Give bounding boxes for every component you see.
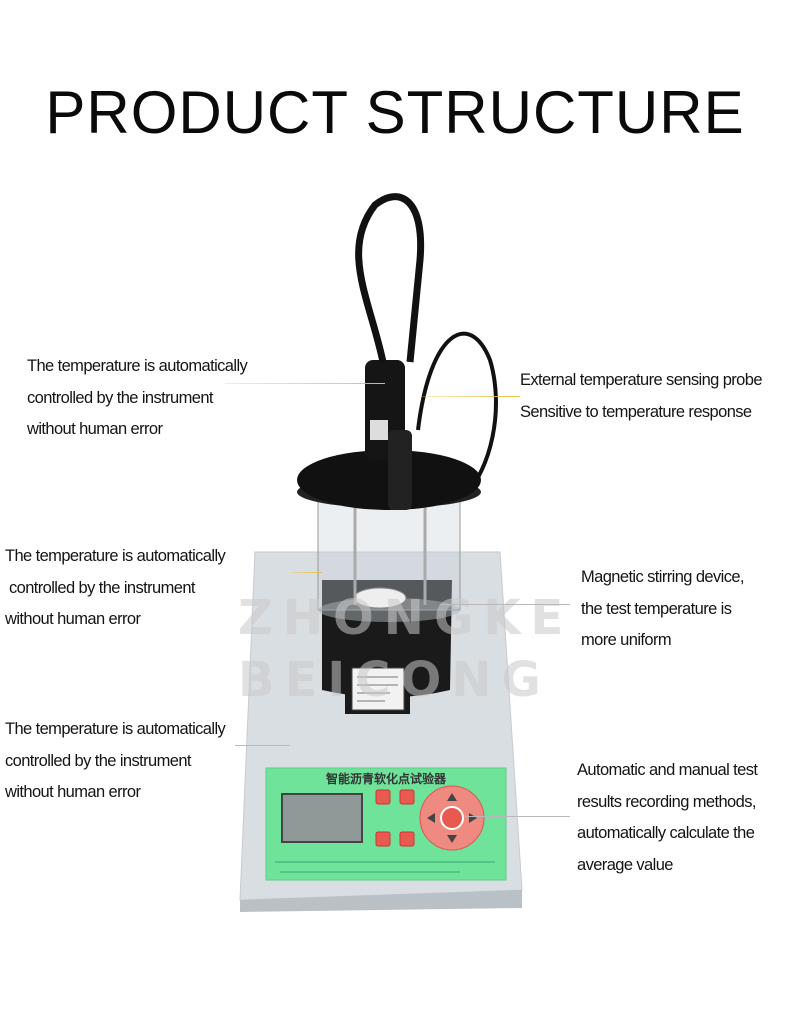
callout-line: The temperature is automatically — [5, 547, 226, 565]
callout-line: controlled by the instrument — [5, 751, 191, 770]
callout-line: Automatic and manual test — [577, 761, 758, 779]
panel-buttons — [375, 789, 415, 847]
callout-line: without human error — [5, 610, 141, 628]
callout-line: controlled by the instrument — [5, 578, 196, 597]
callout-left-middle: The temperature is automatically control… — [5, 541, 226, 636]
callout-line: average value — [577, 855, 673, 874]
callout-line: controlled by the instrument — [27, 388, 213, 407]
watermark-line-1: ZHONGKE — [238, 590, 574, 646]
callout-line: without human error — [27, 420, 163, 438]
leader-line-left-top — [225, 383, 385, 384]
callout-line: the test temperature is — [581, 599, 732, 618]
leader-line-left-bottom — [235, 745, 290, 746]
callout-right-bottom: Automatic and manual test results record… — [577, 755, 758, 881]
callout-line: results recording methods, — [577, 792, 756, 811]
leader-line-right-top — [420, 396, 520, 397]
callout-line: The temperature is automatically — [5, 720, 226, 738]
watermark-line-2: BEICONG — [238, 652, 551, 708]
page-title: PRODUCT STRUCTURE — [45, 79, 745, 146]
leader-line-right-middle — [440, 604, 570, 605]
callout-right-top: External temperature sensing probe Sensi… — [520, 365, 763, 428]
callout-line: more uniform — [581, 631, 672, 649]
callout-right-middle: Magnetic stirring device, the test tempe… — [581, 562, 745, 657]
lcd-screen — [281, 793, 363, 843]
leader-line-left-middle — [290, 572, 322, 573]
callout-line: automatically calculate the — [577, 824, 755, 842]
callout-left-top: The temperature is automatically control… — [27, 351, 248, 446]
callout-line: External temperature sensing probe — [520, 371, 763, 389]
leader-line-right-bottom — [465, 816, 570, 817]
callout-line: Sensitive to temperature response — [520, 402, 752, 421]
callout-line: The temperature is automatically — [27, 357, 248, 375]
callout-line: without human error — [5, 783, 141, 801]
panel-title-text: 智能沥青软化点试验器 — [325, 771, 447, 786]
callout-left-bottom: The temperature is automatically control… — [5, 714, 226, 809]
callout-line: Magnetic stirring device, — [581, 568, 745, 586]
